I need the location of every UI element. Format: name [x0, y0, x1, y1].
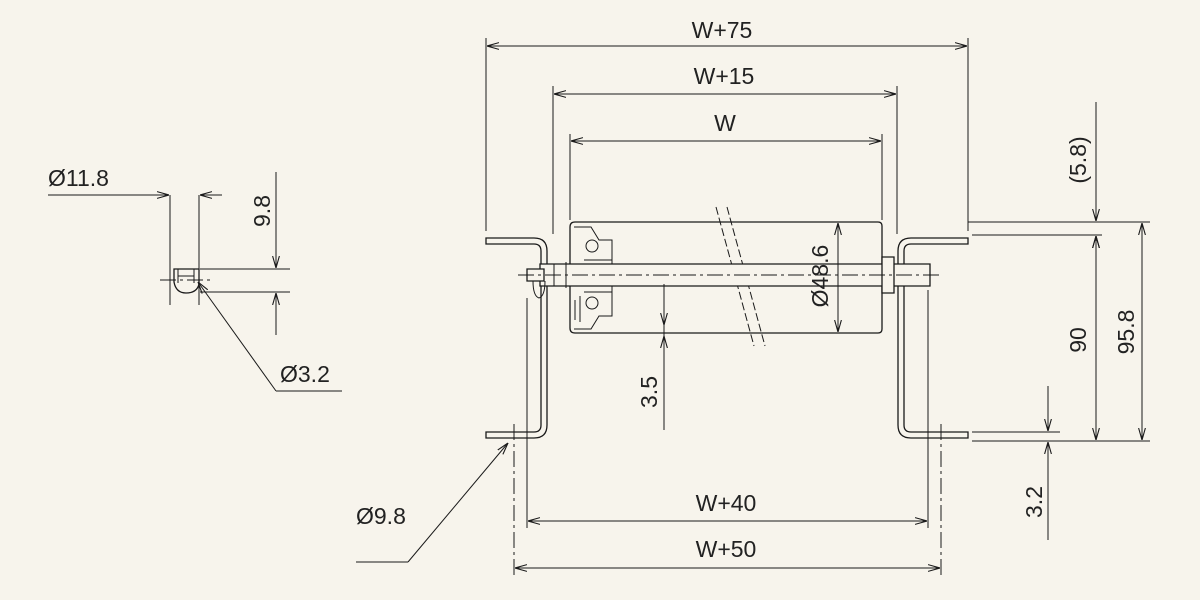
dim-hole-diameter: Ø3.2: [280, 361, 330, 387]
dim-top-offset: (5.8): [1065, 136, 1091, 183]
top-dimensions: W+75 W+15 W: [485, 17, 969, 234]
dim-frame-outer: W+75: [692, 17, 753, 43]
dim-roller-diameter: Ø48.6: [807, 245, 833, 308]
right-dimensions: (5.8) 90 95.8 3.2: [968, 102, 1150, 540]
dim-total-height: 95.8: [1113, 310, 1139, 355]
dim-shaft-end-diameter: Ø11.8: [48, 165, 109, 191]
dim-hole-pitch-outer: W+50: [696, 536, 757, 562]
bottom-dimensions: W+40 W+50: [515, 290, 940, 568]
dim-roller-length: W: [714, 110, 736, 136]
dim-frame-inner: W+15: [694, 63, 755, 89]
shaft-end-detail: Ø11.8 9.8 Ø3.2: [48, 165, 342, 392]
dim-plate-thickness: 3.2: [1021, 486, 1047, 518]
dim-frame-hole: Ø9.8: [356, 503, 406, 529]
frame-hole-leader: Ø9.8: [356, 443, 508, 563]
dim-slot-height: 9.8: [249, 195, 275, 227]
frame-left: [485, 237, 548, 439]
shaft-offset-dimension: 3.5: [636, 284, 664, 430]
shaft: [518, 256, 940, 299]
dim-hole-pitch-inner: W+40: [696, 490, 757, 516]
frame-right: [897, 237, 969, 439]
dim-axle-height: 90: [1065, 327, 1091, 353]
dim-shaft-offset: 3.5: [636, 376, 662, 408]
